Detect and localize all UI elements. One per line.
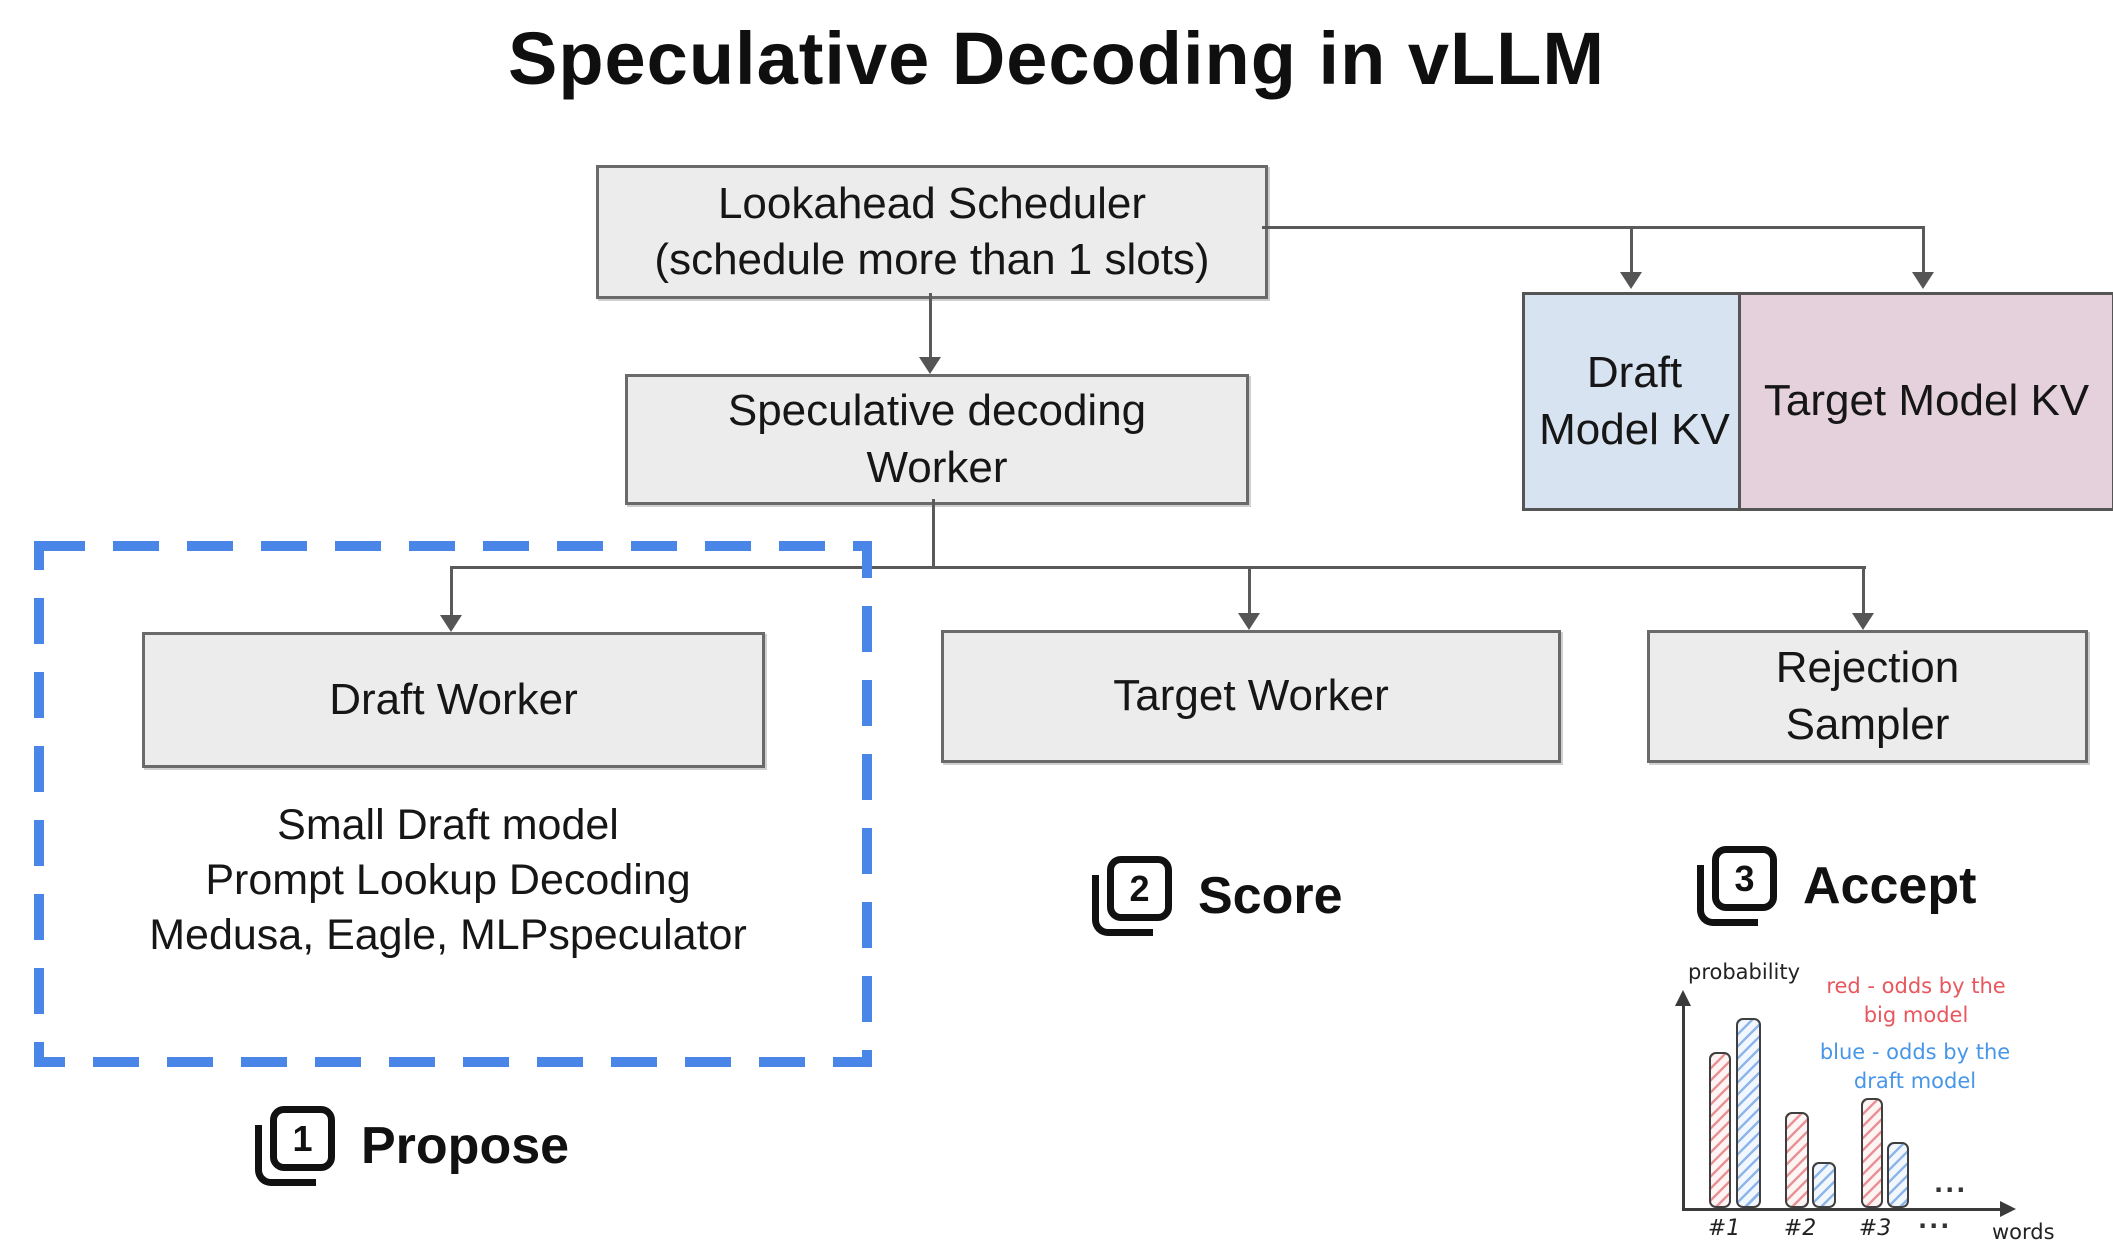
node-target-model-kv-label: Target Model KV (1763, 376, 2090, 426)
draft-method-line: Prompt Lookup Decoding (205, 856, 691, 904)
stacked-page-back (1697, 865, 1758, 926)
draft-methods-text: Small Draft model Prompt Lookup Decoding… (34, 798, 862, 963)
step-2-badge-icon: 2 (1092, 856, 1172, 936)
bar-blue-3 (1887, 1142, 1909, 1208)
draft-method-line: Medusa, Eagle, MLPspeculator (149, 911, 747, 959)
arrowhead-draft-worker (440, 615, 462, 632)
connector-specworker-trunk (932, 499, 935, 569)
connector-drop-target-worker (1248, 566, 1251, 614)
connector-scheduler-to-kv (1262, 226, 1925, 229)
step-propose: 1 Propose (255, 1106, 569, 1186)
arrowhead-target-kv (1912, 272, 1934, 289)
node-draft-model-kv-label: Draft Model KV (1539, 348, 1730, 454)
propose-group-outline (34, 541, 872, 1067)
connector-drop-draft-worker (450, 566, 453, 618)
connector-drop-rejection-sampler (1862, 566, 1865, 614)
node-lookahead-scheduler-line2: (schedule more than 1 slots) (654, 235, 1210, 284)
chart-ylabel: probability (1688, 960, 1801, 984)
connector-drop-target-kv (1922, 226, 1925, 273)
draft-method-line: Small Draft model (277, 801, 619, 849)
ellipsis-upper: ... (1934, 1170, 1968, 1198)
arrowhead-draft-kv (1620, 272, 1642, 289)
connector-drop-draft-kv (1630, 226, 1633, 273)
node-draft-worker: Draft Worker (142, 632, 765, 768)
annotation-blue-odds: blue - odds by the draft model (1819, 1040, 2011, 1094)
node-lookahead-scheduler: Lookahead Scheduler (schedule more than … (596, 165, 1268, 299)
arrowhead-target-worker (1238, 613, 1260, 630)
x-tick-label: #3 (1858, 1216, 1892, 1241)
step-accept: 3 Accept (1697, 846, 1976, 926)
connector-branch (450, 566, 1866, 569)
bar-blue-2 (1812, 1162, 1836, 1208)
node-speculative-decoding-worker-line2: Worker (866, 442, 1008, 492)
stacked-page-back (1092, 875, 1153, 936)
probability-bar-chart: probability #1 #2 #3 ... ... words red -… (1652, 948, 2113, 1247)
node-draft-model-kv: Draft Model KV (1522, 292, 1747, 511)
page-title: Speculative Decoding in vLLM (507, 17, 1606, 100)
x-tick-label: #2 (1783, 1216, 1817, 1241)
node-speculative-decoding-worker: Speculative decoding Worker (625, 374, 1249, 505)
step-number: 3 (1712, 846, 1777, 911)
step-number: 2 (1107, 856, 1172, 921)
node-speculative-decoding-worker-line1: Speculative decoding (727, 386, 1147, 436)
bar-red-1 (1709, 1052, 1731, 1208)
node-lookahead-scheduler-line1: Lookahead Scheduler (717, 178, 1147, 228)
chart-xlabel: words (1992, 1220, 2055, 1244)
node-target-worker-label: Target Worker (1113, 671, 1389, 721)
stacked-page-back (255, 1125, 316, 1186)
y-axis-arrow-icon (1675, 990, 1691, 1006)
node-rejection-sampler-line1: Rejection (1775, 643, 1960, 693)
node-target-model-kv: Target Model KV (1738, 292, 2113, 511)
step-3-badge-icon: 3 (1697, 846, 1777, 926)
step-number: 1 (270, 1106, 335, 1171)
node-draft-worker-label: Draft Worker (329, 674, 578, 724)
bar-red-2 (1785, 1112, 1809, 1208)
step-propose-label: Propose (361, 1117, 570, 1175)
step-score: 2 Score (1092, 856, 1343, 936)
connector-scheduler-to-specworker (929, 293, 932, 359)
step-1-badge-icon: 1 (255, 1106, 335, 1186)
bar-red-3 (1861, 1098, 1883, 1208)
x-axis-arrow-icon (2000, 1201, 2016, 1217)
annotation-red-odds: red - odds by the big model (1826, 974, 2006, 1028)
node-rejection-sampler-line2: Sampler (1785, 699, 1950, 749)
node-target-worker: Target Worker (941, 630, 1561, 763)
arrowhead-specworker (919, 357, 941, 374)
step-score-label: Score (1198, 867, 1343, 925)
x-axis-line (1682, 1208, 2002, 1211)
y-axis-line (1682, 1004, 1685, 1210)
ellipsis-lower: ... (1918, 1206, 1952, 1234)
node-rejection-sampler: Rejection Sampler (1647, 630, 2088, 763)
bar-blue-1 (1736, 1018, 1761, 1208)
step-accept-label: Accept (1803, 857, 1977, 915)
arrowhead-rejection-sampler (1852, 613, 1874, 630)
x-tick-label: #1 (1707, 1216, 1741, 1241)
